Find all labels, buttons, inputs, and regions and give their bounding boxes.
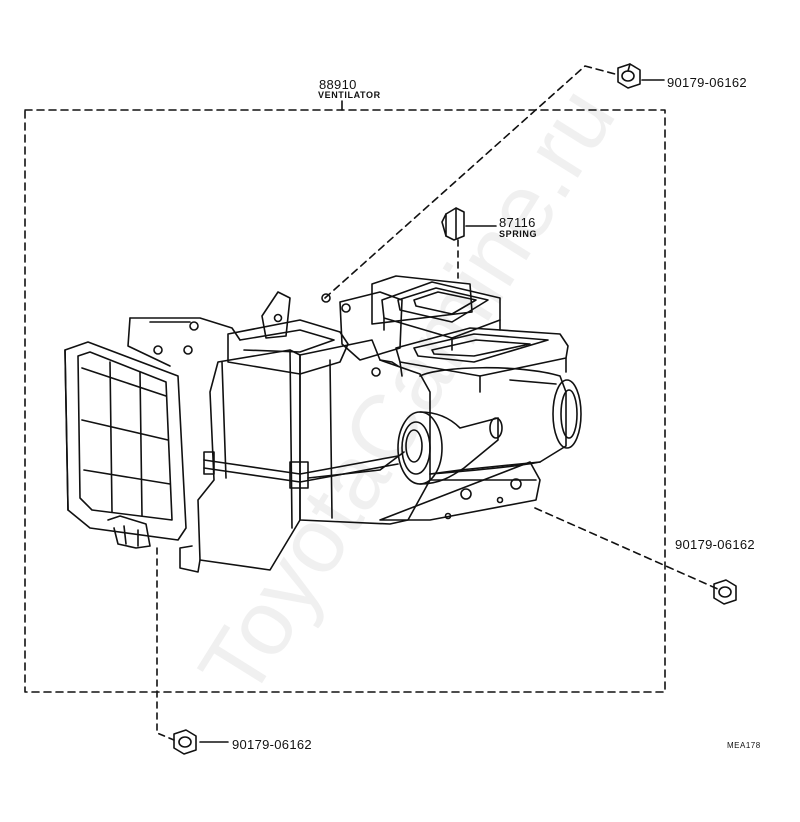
nut-bottom-leader xyxy=(156,547,175,741)
ventilator-part-name: VENTILATOR xyxy=(318,90,381,100)
ventilator-part-number: 88910 xyxy=(319,77,357,92)
ventilator-housing xyxy=(64,275,582,573)
nut-bottom xyxy=(173,729,197,755)
nut-right xyxy=(713,579,737,605)
front-outlet xyxy=(395,327,569,393)
nut-top xyxy=(617,63,641,89)
spring-part-name: SPRING xyxy=(499,229,538,239)
blower-cylinder xyxy=(397,366,582,485)
spring-clip xyxy=(441,207,465,241)
nut-right-part-number: 90179-06162 xyxy=(675,537,755,552)
nut-top-part-number: 90179-06162 xyxy=(667,75,747,90)
assembly-boundary xyxy=(24,109,666,693)
nut-right-leader xyxy=(534,507,721,591)
nut-top-leader xyxy=(324,65,616,299)
nut-bottom-part-number: 90179-06162 xyxy=(232,737,312,752)
diagram-code: MEA178 xyxy=(727,741,761,750)
spring-part-number: 87116 xyxy=(499,215,536,230)
rear-outlet xyxy=(381,281,501,351)
